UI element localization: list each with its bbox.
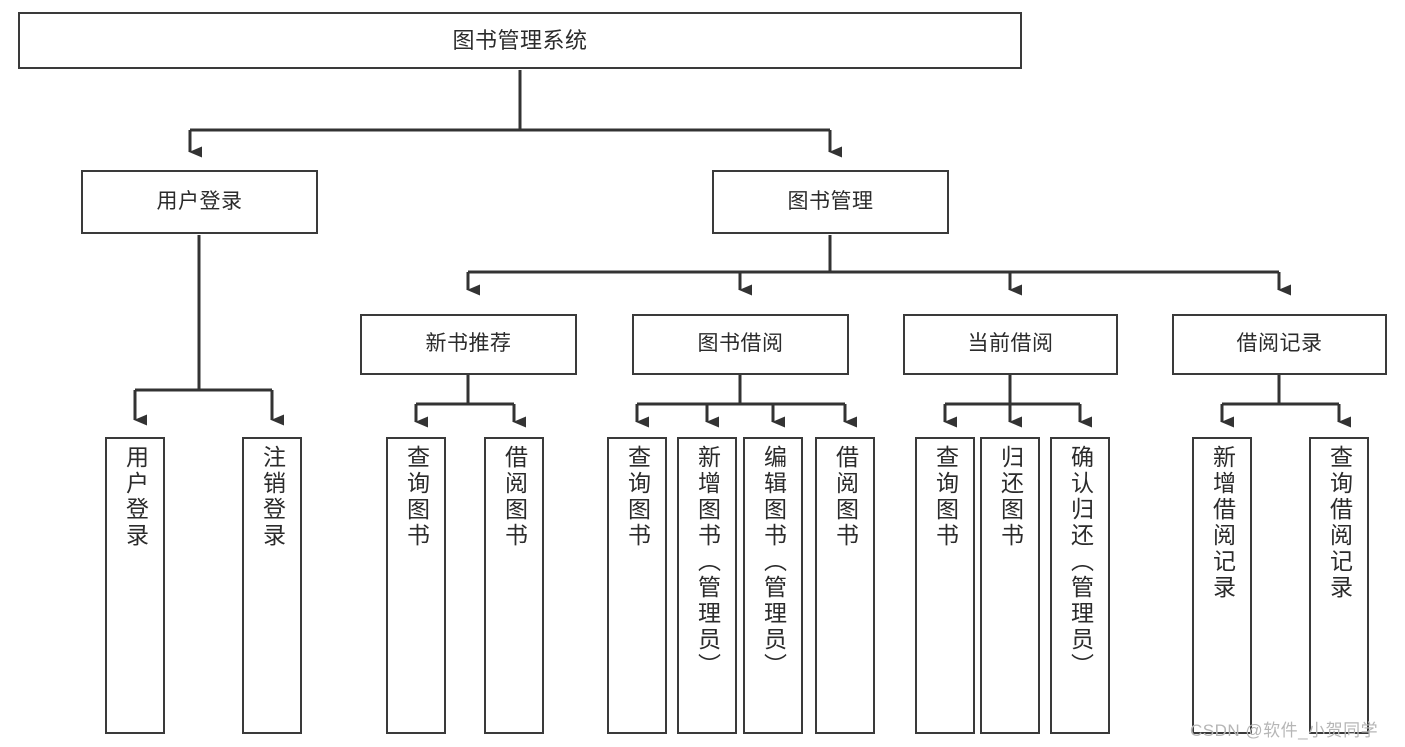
node-label: 查询图书 — [403, 445, 430, 549]
node-label: 借阅图书 — [832, 445, 859, 549]
node-label: 当前借阅 — [967, 332, 1054, 356]
leaf-current-borrow-confirm-return[interactable]: 确认归还（管理员） — [1050, 437, 1110, 734]
node-label: 查询图书 — [624, 445, 651, 549]
leaf-user-login-logout[interactable]: 注销登录 — [242, 437, 302, 734]
leaf-book-borrow-borrow[interactable]: 借阅图书 — [815, 437, 875, 734]
node-label: 注销登录 — [259, 445, 286, 549]
node-label: 新增图书（管理员） — [694, 445, 721, 679]
leaf-current-borrow-query[interactable]: 查询图书 — [915, 437, 975, 734]
node-label: 新书推荐 — [425, 332, 512, 356]
leaf-new-book-borrow[interactable]: 借阅图书 — [484, 437, 544, 734]
node-label: 编辑图书（管理员） — [760, 445, 787, 679]
node-label: 用户登录 — [156, 189, 243, 213]
node-user-login[interactable]: 用户登录 — [81, 170, 318, 234]
node-label: 图书管理系统 — [452, 27, 588, 53]
node-label: 图书借阅 — [697, 332, 784, 356]
node-borrow-record[interactable]: 借阅记录 — [1172, 314, 1387, 375]
node-label: 归还图书 — [997, 445, 1024, 549]
leaf-new-book-query[interactable]: 查询图书 — [386, 437, 446, 734]
node-label: 新增借阅记录 — [1209, 445, 1236, 601]
node-label: 图书管理 — [787, 189, 874, 213]
leaf-borrow-record-add[interactable]: 新增借阅记录 — [1192, 437, 1252, 734]
node-current-borrow[interactable]: 当前借阅 — [903, 314, 1118, 375]
leaf-book-borrow-add[interactable]: 新增图书（管理员） — [677, 437, 737, 734]
node-label: 查询借阅记录 — [1326, 445, 1353, 601]
leaf-book-borrow-edit[interactable]: 编辑图书（管理员） — [743, 437, 803, 734]
leaf-user-login-login[interactable]: 用户登录 — [105, 437, 165, 734]
node-book-management-system[interactable]: 图书管理系统 — [18, 12, 1022, 69]
node-book-borrow[interactable]: 图书借阅 — [632, 314, 849, 375]
leaf-book-borrow-query[interactable]: 查询图书 — [607, 437, 667, 734]
node-label: 用户登录 — [122, 445, 149, 549]
node-label: 确认归还（管理员） — [1067, 445, 1094, 679]
leaf-borrow-record-query[interactable]: 查询借阅记录 — [1309, 437, 1369, 734]
leaf-current-borrow-return[interactable]: 归还图书 — [980, 437, 1040, 734]
node-new-book-recommend[interactable]: 新书推荐 — [360, 314, 577, 375]
node-label: 查询图书 — [932, 445, 959, 549]
node-label: 借阅记录 — [1236, 332, 1323, 356]
node-book-management[interactable]: 图书管理 — [712, 170, 949, 234]
node-label: 借阅图书 — [501, 445, 528, 549]
